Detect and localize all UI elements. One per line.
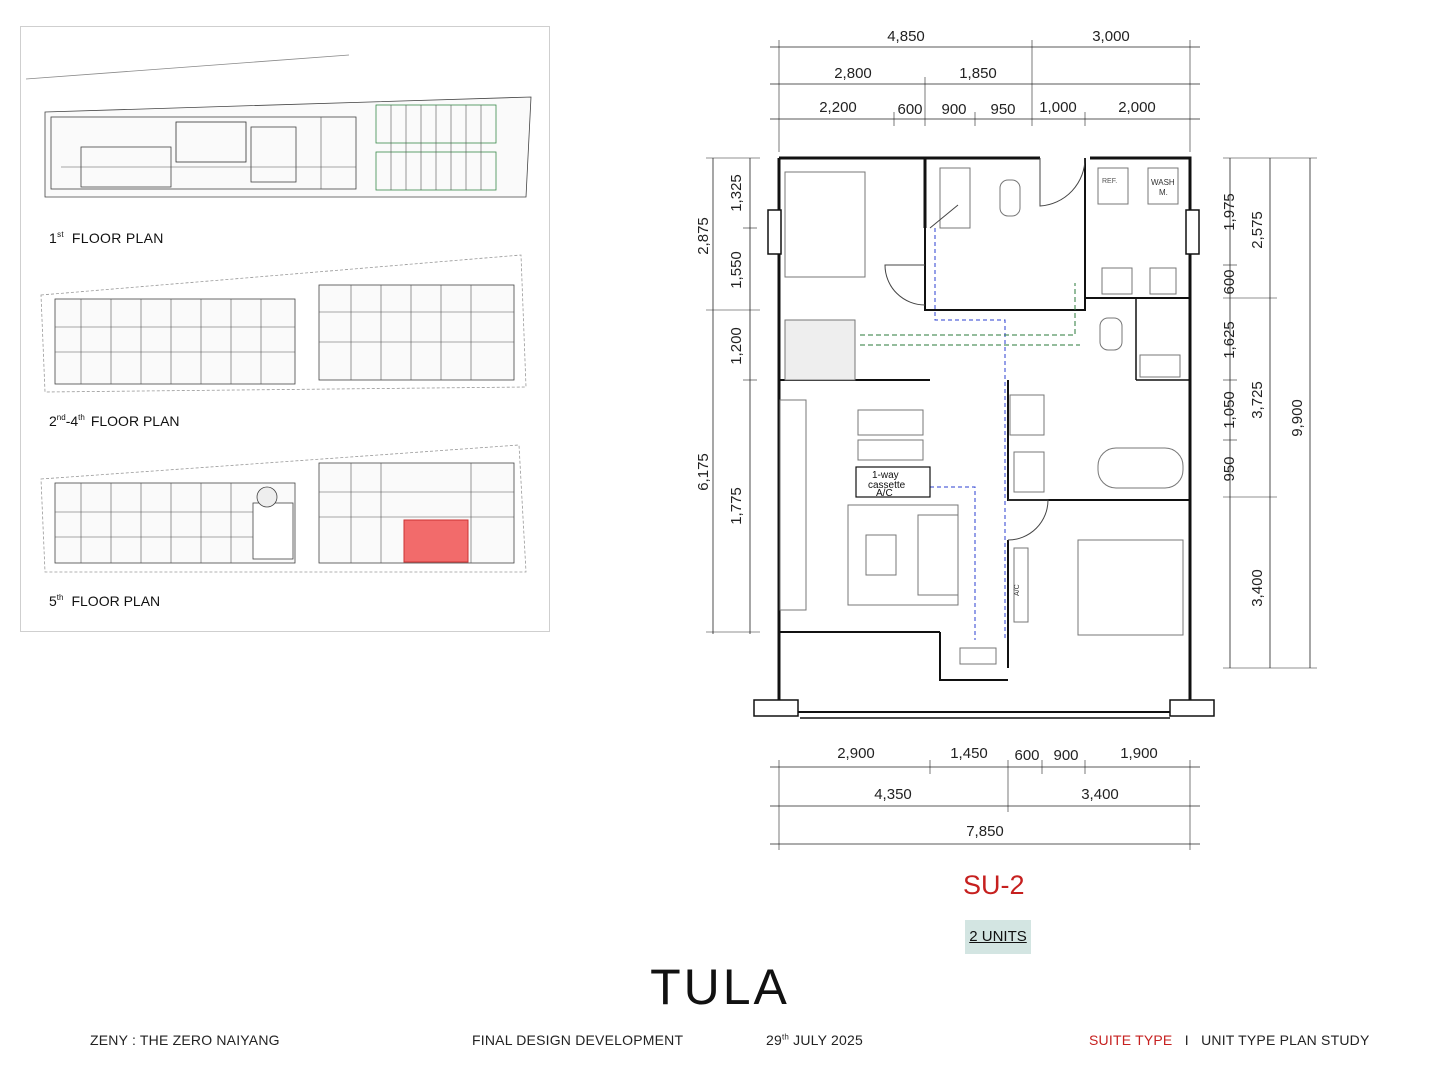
ac-cassette-label-3: A/C: [876, 488, 893, 499]
dim-bottom-900: 900: [1053, 747, 1078, 764]
footer-project: ZENY : THE ZERO NAIYANG: [90, 1032, 280, 1048]
footer-phase: FINAL DESIGN DEVELOPMENT: [472, 1032, 684, 1048]
dim-bottom-2900: 2,900: [837, 745, 875, 762]
footer-date-day: 29: [766, 1032, 782, 1048]
dim-top-1850: 1,850: [959, 65, 997, 82]
dim-bottom-7850: 7,850: [966, 823, 1004, 840]
footer-separator: I: [1184, 1032, 1189, 1048]
dim-left-6175: 6,175: [695, 453, 712, 491]
wall-ac-label: A/C: [1014, 584, 1021, 596]
dim-top-900: 900: [941, 101, 966, 118]
unit-plan-drawing: 1-way cassette A/C REF. WASH M. A/C 4,85…: [695, 28, 1317, 850]
door-swings: [884, 157, 1086, 541]
ref-label: REF.: [1102, 178, 1117, 185]
ac-cassette-label-2: cassette: [868, 480, 906, 491]
dimension-lines: [706, 40, 1317, 850]
su2-highlight: [403, 519, 469, 563]
dim-left-1775: 1,775: [728, 487, 745, 525]
wash-label-1: WASH: [1151, 178, 1175, 187]
dim-top-2000: 2,000: [1118, 99, 1156, 116]
dim-top-2200: 2,200: [819, 99, 857, 116]
unit-floor-plan: 1-way cassette A/C REF. WASH M. A/C 4,85…: [695, 28, 1317, 850]
dim-right-9900: 9,900: [1289, 399, 1306, 437]
dim-top-600: 600: [897, 101, 922, 118]
dim-bottom-1900: 1,900: [1120, 745, 1158, 762]
unit-code: SU-2: [963, 870, 1025, 900]
ac-pipes: [860, 228, 1080, 640]
footer-suite-type: SUITE TYPE: [1089, 1032, 1173, 1048]
footer-date-month-year: JULY 2025: [793, 1032, 863, 1048]
dim-top-4850: 4,850: [887, 28, 925, 45]
dim-right-1050: 1,050: [1221, 391, 1238, 429]
floor5-plan-drawing: [40, 444, 527, 573]
floor1-plan-drawing: [25, 54, 532, 198]
wash-label-2: M.: [1159, 188, 1168, 197]
dim-right-1975: 1,975: [1221, 193, 1238, 231]
dim-right-2575: 2,575: [1249, 211, 1266, 249]
dim-right-3725: 3,725: [1249, 381, 1266, 419]
unit-count-badge: 2 UNITS: [965, 920, 1031, 954]
ac-cassette-label-1: 1-way: [872, 470, 899, 481]
footer-date-suffix: th: [781, 1032, 790, 1042]
dim-left-1550: 1,550: [728, 251, 745, 289]
dim-left-1325: 1,325: [728, 174, 745, 212]
dim-top-950: 950: [990, 101, 1015, 118]
furniture: [779, 167, 1184, 665]
footer-study: UNIT TYPE PLAN STUDY: [1201, 1032, 1370, 1048]
dim-left-2875: 2,875: [695, 217, 712, 255]
dim-top-2800: 2,800: [834, 65, 872, 82]
dim-top-1000: 1,000: [1039, 99, 1077, 116]
unit-walls: [760, 156, 1210, 719]
ac-cassette-box: [855, 466, 931, 498]
footer-date: 29th JULY 2025: [766, 1032, 863, 1048]
dim-right-3400: 3,400: [1249, 569, 1266, 607]
dim-bottom-3400: 3,400: [1081, 786, 1119, 803]
dim-right-600: 600: [1221, 269, 1238, 294]
dim-bottom-1450: 1,450: [950, 745, 988, 762]
dim-right-1625: 1,625: [1221, 321, 1238, 359]
dim-bottom-600: 600: [1014, 747, 1039, 764]
structural-columns: [753, 209, 1215, 717]
dim-right-950: 950: [1221, 456, 1238, 481]
dim-bottom-4350: 4,350: [874, 786, 912, 803]
brand-text: TULA: [650, 960, 790, 1015]
footer-right: SUITE TYPE I UNIT TYPE PLAN STUDY: [1089, 1032, 1370, 1048]
dim-left-1200: 1,200: [728, 327, 745, 365]
floor2-4-plan-drawing: [40, 254, 527, 393]
dim-top-3000: 3,000: [1092, 28, 1130, 45]
tula-logo: TULA: [650, 960, 790, 1015]
